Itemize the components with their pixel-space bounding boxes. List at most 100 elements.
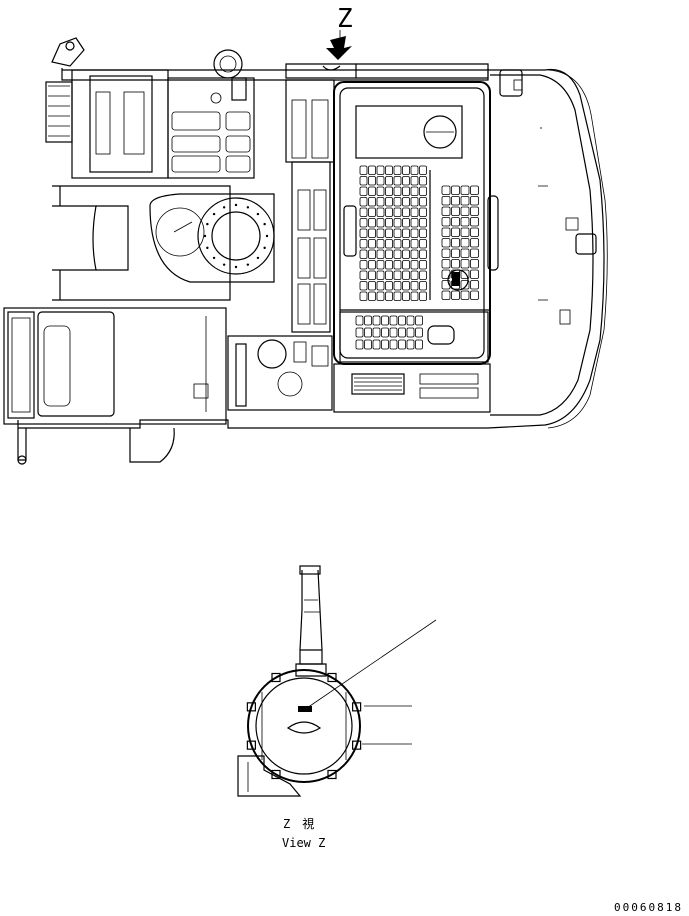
counterweight-eye [575,233,597,255]
side-grid-cell [441,227,451,237]
work-lamp [51,37,85,67]
pump-bar-2 [419,387,479,399]
engine-side-panel [7,311,35,419]
floor-grid-cell [368,186,376,196]
floor-grid-cell [393,218,402,228]
rear-grid-cell [355,339,364,350]
rear-grid-cell [389,339,398,350]
floor-grid-cell [385,228,393,238]
swing-frame [52,185,231,301]
swing-bearing-inner [211,211,261,261]
side-grid-cell [441,248,451,258]
floor-grid-cell [419,281,427,291]
floor-grid-cell [410,260,419,270]
console-slot-3 [297,237,311,279]
rear-grid-cell [406,339,415,350]
bearing-bolt [263,222,266,226]
side-grid-cell [451,196,460,206]
floor-grid-cell [402,270,410,280]
rear-grid-cell [398,339,406,350]
side-grid-cell [441,238,451,248]
rear-grid-cell [381,327,389,338]
floor-grid-cell [410,249,419,259]
floor-grid-cell [402,228,410,238]
tool-box-slot-2 [311,99,329,159]
filter-compartment [227,335,333,411]
cab-door-handle [343,205,357,257]
side-grid-cell [460,248,470,258]
side-grid-cell [470,290,479,300]
floor-grid-cell [376,176,385,186]
floor-grid-cell [385,270,393,280]
rear-grid-cell [406,315,415,326]
machine-top-view: Z [3,4,608,465]
left-frame-bracket [52,205,97,271]
floor-grid-cell [368,197,376,207]
rear-grid-cell [389,315,398,326]
bearing-bolt [212,256,216,260]
joystick-knob [447,269,469,291]
pump-compartment [333,363,491,413]
console-slot-2 [313,189,327,231]
view-caption-title: Z 視 [283,816,314,831]
joystick-grip [452,272,460,286]
floor-grid-cell [359,218,368,228]
fuel-cap [210,92,222,104]
floor-grid-cell [359,281,368,291]
floor-grid-cell [359,270,368,280]
floor-grid-cell [410,218,419,228]
floor-grid-cell [368,176,376,186]
housing-lug [352,702,362,712]
side-grid-cell [460,227,470,237]
floor-grid-cell [393,281,402,291]
counterweight-outline [490,74,594,416]
floor-grid-cell [359,197,368,207]
side-grid-cell [470,227,479,237]
floor-grid-cell [393,176,402,186]
mirror-mount-inner [219,55,237,73]
bearing-bolt [212,212,216,216]
floor-grid-cell [376,165,385,175]
radiator-housing [71,69,169,179]
tool-box-slot-1 [291,99,307,159]
floor-grid-cell [376,270,385,280]
side-grid-cell [460,185,470,195]
housing-lug [271,672,281,683]
side-grid-cell [460,238,470,248]
floor-grid-cell [376,291,385,301]
bottom-mount [237,755,302,797]
mirror-mount [213,49,243,79]
rear-grid-cell [355,315,364,326]
floor-grid-cell [402,176,410,186]
side-grid-cell [441,217,451,227]
counterweight-outer-edge [547,69,608,429]
view-arrow-icon [326,36,352,60]
pump-grille-lines [354,377,402,391]
floor-grid-cell [402,249,410,259]
rear-grid-cell [415,339,423,350]
side-grid-cell [451,217,460,227]
top-hatch [285,63,357,79]
upper-structure-outline [17,68,605,429]
side-grid-cell [470,185,479,195]
side-grid-cell [451,206,460,216]
battery-bracket [231,77,247,101]
side-grid-cell [441,290,451,300]
floor-grid-cell [410,281,419,291]
cab-floor-grid [359,165,427,301]
floor-grid-cell [402,165,410,175]
battery-box [167,77,255,179]
floor-grid-cell [385,260,393,270]
floor-grid-cell [376,207,385,217]
console-slot-1 [297,189,311,231]
floor-grid-cell [393,239,402,249]
floor-grid-cell [376,197,385,207]
cab-inner [339,87,485,359]
floor-grid-cell [393,197,402,207]
rear-grid-cell [364,339,372,350]
operator-cab [333,81,491,365]
lamp-lens [65,41,75,51]
bearing-bolt [246,263,250,266]
engine-hatch [37,311,115,417]
cab-roof-panel [355,105,463,159]
